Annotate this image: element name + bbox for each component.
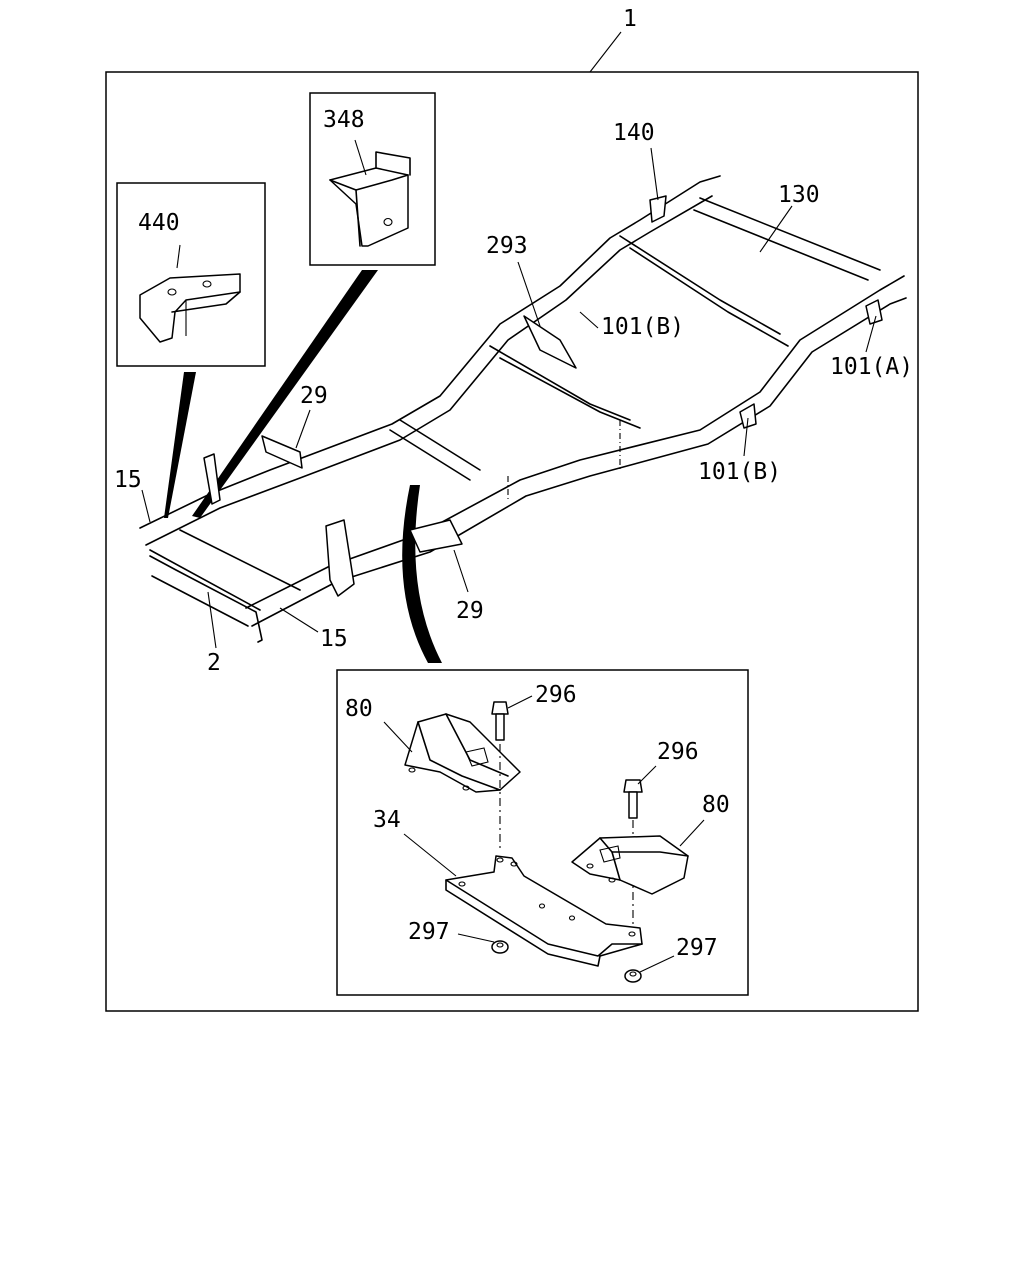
- callout-15-left: 15: [114, 467, 142, 493]
- inset-mount-box: [336, 669, 749, 996]
- callout-297-right: 297: [676, 935, 718, 961]
- main-frame-border: [105, 71, 919, 1012]
- nut-297-left: [491, 940, 509, 954]
- leader-296-right: [637, 765, 657, 785]
- mount-bracket-80-right: [571, 835, 689, 895]
- main-leaders: [141, 147, 877, 649]
- leader-296-left: [507, 695, 533, 709]
- callout-1: 1: [623, 6, 637, 32]
- mount-plate-34: [445, 855, 643, 967]
- inset-348-box: [309, 92, 436, 266]
- callout-297-left: 297: [408, 919, 450, 945]
- callout-293: 293: [486, 233, 528, 259]
- bolt-296-left: [491, 701, 509, 852]
- callout-296-right: 296: [657, 739, 699, 765]
- nut-297-right: [624, 969, 642, 983]
- callout-140: 140: [613, 120, 655, 146]
- callout-29-upper: 29: [300, 383, 328, 409]
- callout-348: 348: [323, 107, 365, 133]
- callout-80-right: 80: [702, 792, 730, 818]
- callout-440: 440: [138, 210, 180, 236]
- chassis-frame: [139, 175, 907, 643]
- leader-34: [403, 833, 457, 877]
- callout-130: 130: [778, 182, 820, 208]
- leader-1: [589, 31, 622, 73]
- pointer-wedge-440: [164, 372, 196, 518]
- callout-101a: 101(A): [830, 354, 913, 380]
- bracket-440-part: [139, 244, 241, 343]
- leader-297-left: [457, 933, 495, 943]
- callout-80-left: 80: [345, 696, 373, 722]
- inset-440-box: [116, 182, 266, 367]
- callout-2: 2: [207, 650, 221, 676]
- mount-bracket-80-left: [404, 713, 521, 793]
- leader-80-left: [383, 721, 413, 753]
- callout-15-right: 15: [320, 626, 348, 652]
- callout-29-lower: 29: [456, 598, 484, 624]
- callout-34: 34: [373, 807, 401, 833]
- leader-80-right: [679, 819, 705, 847]
- callout-101b-lower: 101(B): [698, 459, 781, 485]
- pointer-wedge-lower: [402, 485, 442, 663]
- leader-297-right: [639, 955, 675, 973]
- callout-101b-upper: 101(B): [601, 314, 684, 340]
- callout-296-left: 296: [535, 682, 577, 708]
- bracket-348-part: [329, 139, 411, 247]
- pointer-wedge-348: [192, 270, 378, 518]
